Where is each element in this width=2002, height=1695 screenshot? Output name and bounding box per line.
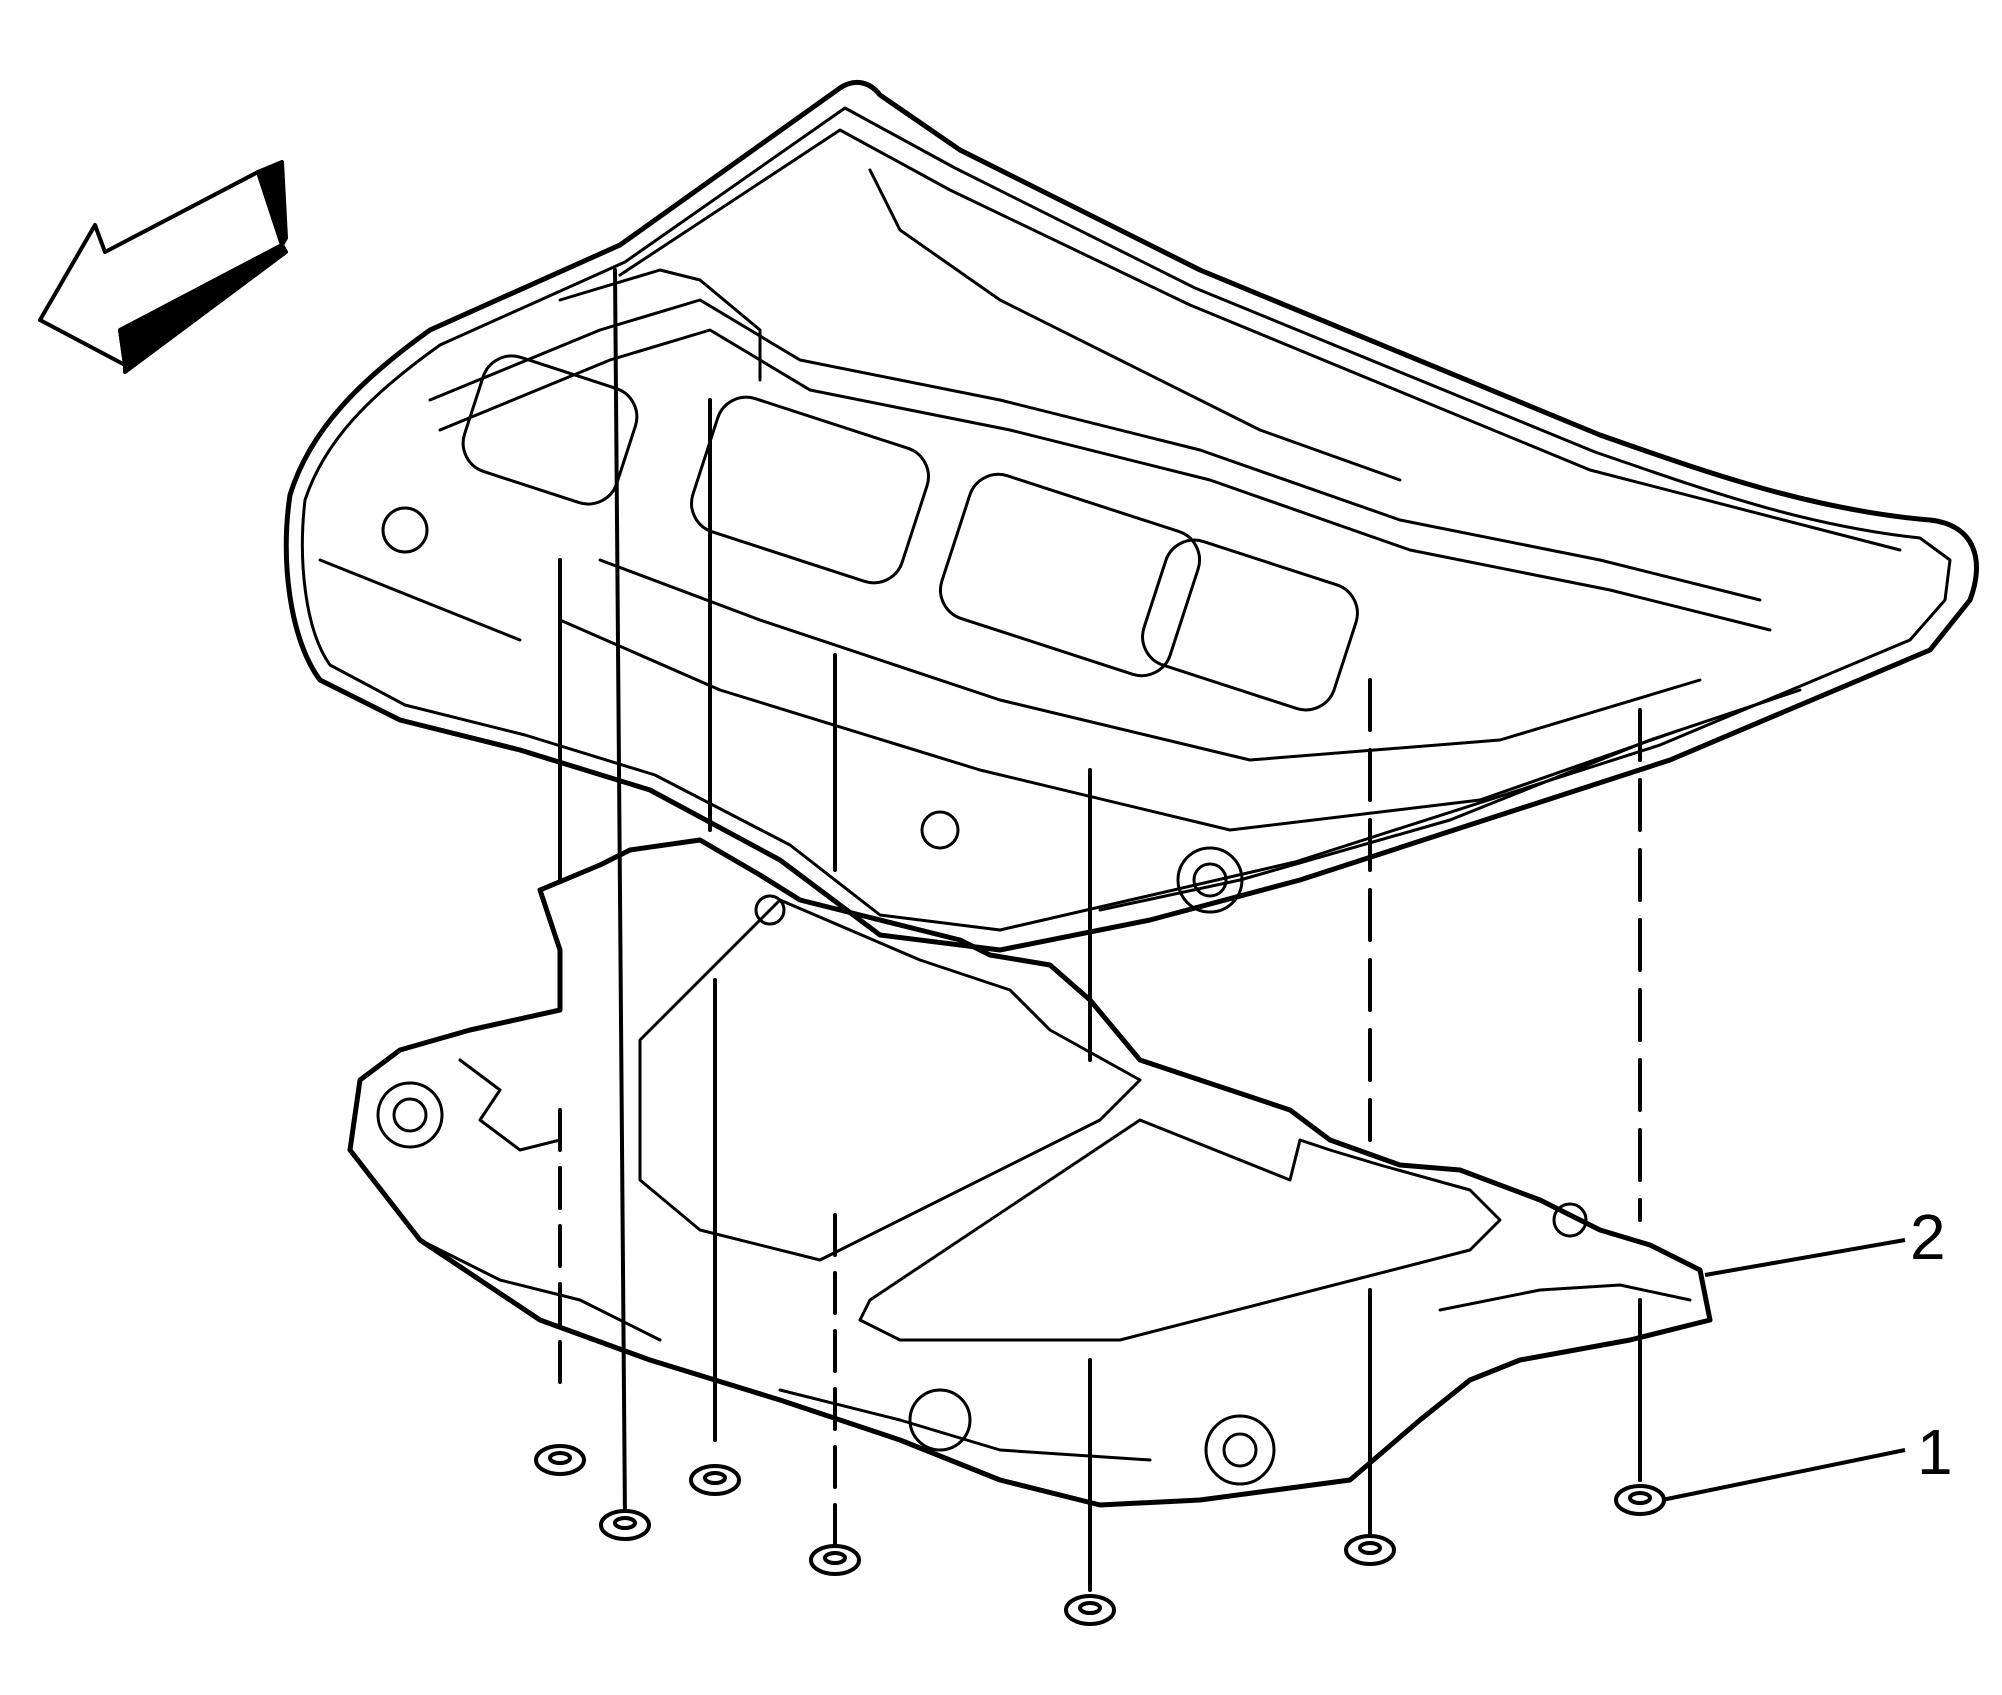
fastener-guide-lines: [558, 268, 1642, 1592]
callout-1-label: 1: [1917, 1416, 1953, 1488]
callout-2-leader: [1704, 1238, 1906, 1277]
retainer: [689, 1464, 741, 1496]
front-direction-arrow-icon: [38, 160, 288, 374]
retainer: [534, 1444, 586, 1476]
retainer: [809, 1544, 861, 1576]
callout-2-label: 2: [1910, 1201, 1946, 1273]
hood-panel: [283, 79, 1979, 953]
retainer: [1344, 1534, 1396, 1566]
retainer-fasteners: [534, 1444, 1666, 1626]
hood-insulator: [347, 837, 1713, 1508]
callout-1-leader: [1661, 1448, 1906, 1502]
retainer: [1614, 1484, 1666, 1516]
retainer: [599, 1509, 651, 1541]
callout-leaders: [1661, 1238, 1906, 1502]
retainer: [1064, 1594, 1116, 1626]
